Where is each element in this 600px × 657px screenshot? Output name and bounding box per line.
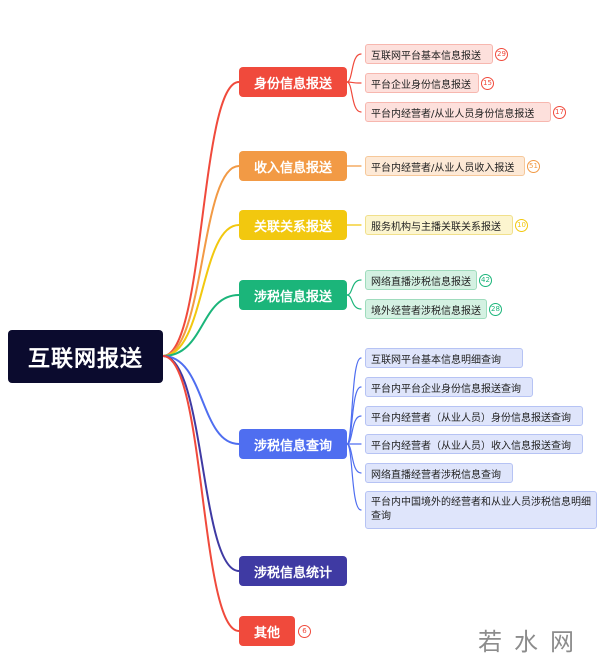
leaf-node[interactable]: 境外经营者涉税信息报送 (365, 299, 487, 319)
leaf-count-badge: 42 (479, 274, 492, 287)
leaf-label: 互联网平台基本信息明细查询 (371, 354, 501, 366)
leaf-node[interactable]: 服务机构与主播关联关系报送 (365, 215, 513, 235)
leaf-label: 网络直播涉税信息报送 (371, 276, 471, 288)
watermark-text: 若水网 (478, 628, 586, 656)
branch-label: 涉税信息查询 (253, 438, 332, 454)
leaf-label: 平台内经营者（从业人员）身份信息报送查询 (371, 412, 571, 424)
leaf-node[interactable]: 网络直播经营者涉税信息查询 (365, 463, 513, 483)
leaf-node[interactable]: 互联网平台基本信息报送 (365, 44, 493, 64)
leaf-label: 平台内中国境外的经营者和从业人员涉税信息明细查询 (371, 497, 591, 522)
branch-node-5[interactable]: 涉税信息查询 (239, 429, 347, 459)
leaf-node[interactable]: 平台内经营者/从业人员身份信息报送 (365, 102, 551, 122)
branch-label: 其他 (253, 625, 280, 641)
root-node[interactable]: 互联网报送 (8, 330, 163, 383)
branch-node-7[interactable]: 其他 (239, 616, 295, 646)
leaf-node[interactable]: 平台内经营者（从业人员）身份信息报送查询 (365, 406, 583, 426)
leaf-node[interactable]: 平台内经营者/从业人员收入报送 (365, 156, 525, 176)
leaf-count-badge: 51 (527, 160, 540, 173)
branch-label: 身份信息报送 (253, 76, 332, 92)
leaf-node[interactable]: 平台内中国境外的经营者和从业人员涉税信息明细查询 (365, 491, 597, 529)
leaf-count-badge: 15 (481, 77, 494, 90)
branch-node-2[interactable]: 收入信息报送 (239, 151, 347, 181)
branch-node-3[interactable]: 关联关系报送 (239, 210, 347, 240)
leaf-label: 服务机构与主播关联关系报送 (371, 221, 501, 233)
leaf-label: 平台内经营者（从业人员）收入信息报送查询 (371, 440, 571, 452)
leaf-node[interactable]: 平台内经营者（从业人员）收入信息报送查询 (365, 434, 583, 454)
leaf-node[interactable]: 平台企业身份信息报送 (365, 73, 479, 93)
branch-label: 收入信息报送 (253, 160, 332, 176)
leaf-count-badge: 29 (495, 48, 508, 61)
branch-node-4[interactable]: 涉税信息报送 (239, 280, 347, 310)
leaf-count-badge: 17 (553, 106, 566, 119)
leaf-label: 互联网平台基本信息报送 (371, 50, 481, 62)
branch-label: 涉税信息统计 (253, 565, 332, 581)
leaf-node[interactable]: 网络直播涉税信息报送 (365, 270, 477, 290)
leaf-label: 境外经营者涉税信息报送 (371, 305, 481, 317)
leaf-label: 平台内平台企业身份信息报送查询 (371, 383, 521, 395)
branch-label: 关联关系报送 (253, 219, 332, 235)
branch-node-1[interactable]: 身份信息报送 (239, 67, 347, 97)
leaf-label: 平台内经营者/从业人员收入报送 (371, 162, 515, 174)
leaf-label: 网络直播经营者涉税信息查询 (371, 469, 501, 481)
leaf-node[interactable]: 互联网平台基本信息明细查询 (365, 348, 523, 368)
leaf-count-badge: 28 (489, 303, 502, 316)
branch-label: 涉税信息报送 (253, 289, 332, 305)
root-label: 互联网报送 (27, 346, 143, 372)
leaf-count-badge: 10 (515, 219, 528, 232)
branch-count-badge: 6 (298, 625, 311, 638)
leaf-label: 平台内经营者/从业人员身份信息报送 (371, 108, 535, 120)
leaf-label: 平台企业身份信息报送 (371, 79, 471, 91)
branch-node-6[interactable]: 涉税信息统计 (239, 556, 347, 586)
leaf-node[interactable]: 平台内平台企业身份信息报送查询 (365, 377, 533, 397)
